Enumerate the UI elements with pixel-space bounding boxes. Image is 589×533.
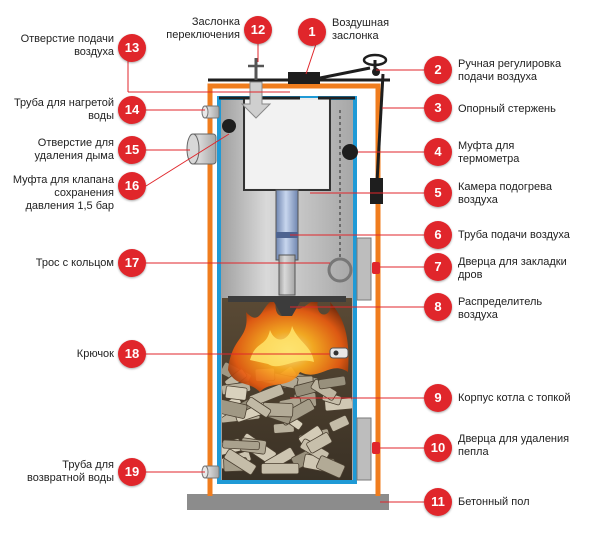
air-supply-pipe-lower [278,254,296,296]
badge-11: 11 [424,488,452,516]
badge-17: 17 [118,249,146,277]
badge-4: 4 [424,138,452,166]
support-rod [375,73,385,183]
label-1: Воздушная заслонка [332,17,390,42]
firewood-log [224,385,248,401]
rod-weight [370,178,383,204]
badge-15: 15 [118,136,146,164]
leader-lines [127,31,424,503]
wood-door-handle [372,262,380,274]
firewood-log [222,398,248,419]
firewood-log [328,415,350,432]
air-distributor [228,296,346,316]
label-18: Крючок [76,348,114,360]
firewood-log [222,439,260,451]
badge-13: 13 [118,34,146,62]
air-damper [288,72,320,84]
badge-6: 6 [424,221,452,249]
outer-jacket [207,83,381,496]
badge-16: 16 [118,172,146,200]
badge-2: 2 [424,56,452,84]
label-12: Заслонка переключения [166,16,240,41]
label-13: Отверстие подачи воздуха [20,33,114,58]
badge-18: 18 [118,340,146,368]
label-4: Муфта для термометра [458,140,520,165]
label-11: Бетонный пол [458,496,530,508]
firewood-log [318,375,347,390]
cable-ring-icon [327,257,353,283]
fire-core [250,326,314,367]
wood-door [356,237,372,301]
thermometer-sleeve-icon [342,144,358,160]
label-7: Дверца для закладки дров [458,256,567,281]
badge-1: 1 [298,18,326,46]
firewood-log [223,448,257,475]
label-8: Распределитель воздуха [458,296,543,321]
label-14: Труба для нагретой воды [13,97,114,122]
ash-door-handle [372,442,380,454]
label-17: Трос с кольцом [35,257,114,269]
pipe-joint [276,232,298,238]
badge-19: 19 [118,458,146,486]
badge-3: 3 [424,94,452,122]
ash-door [356,417,372,481]
firewood [222,361,352,479]
hook-icon [329,347,349,359]
valve-sleeve-icon [222,119,236,133]
badge-14: 14 [118,96,146,124]
switch-damper-arrow-icon [240,81,272,119]
damper-lever [319,66,371,80]
label-6: Труба подачи воздуха [458,229,570,241]
firewood-log [306,432,333,454]
air-supply-pipe [275,189,299,261]
concrete-floor [187,494,389,510]
badge-9: 9 [424,384,452,412]
firewood-log [316,455,346,479]
badge-12: 12 [244,16,272,44]
badge-5: 5 [424,179,452,207]
label-15: Отверстие для удаления дыма [34,137,114,162]
badge-7: 7 [424,253,452,281]
badge-10: 10 [424,434,452,462]
label-3: Опорный стержень [458,103,556,115]
label-16: Муфта для клапана сохранения давления 1,… [12,174,114,212]
label-10: Дверца для удаления пепла [458,433,570,458]
firewood-log [246,396,272,418]
label-19: Труба для возвратной воды [27,459,114,484]
label-9: Корпус котла с топкой [458,392,571,404]
label-5: Камера подогрева воздуха [458,181,552,206]
badge-8: 8 [424,293,452,321]
label-2: Ручная регулировка подачи воздуха [458,58,562,83]
firewood-log [260,463,300,475]
